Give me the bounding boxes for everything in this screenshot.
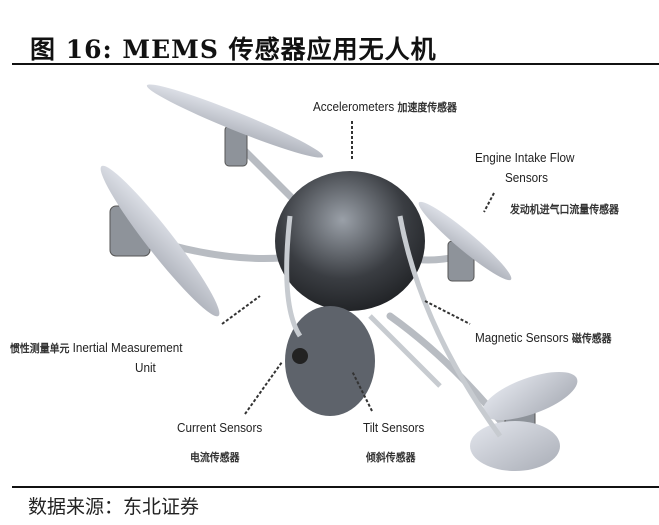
magnetic-en: Magnetic Sensors <box>475 330 569 345</box>
bottom-divider <box>12 486 659 488</box>
figure-title: 图 16: MEMS 传感器应用无人机 <box>30 35 437 64</box>
tilt-sensors-label: Tilt Sensors <box>363 420 425 435</box>
engine-intake-label-1: Engine Intake Flow <box>475 150 575 165</box>
accelerometers-label: Accelerometers 加速度传感器 <box>313 99 457 115</box>
drone-figure: Accelerometers 加速度传感器 Engine Intake Flow… <box>0 66 659 484</box>
magnetic-zh: 磁传感器 <box>571 333 612 345</box>
magnetic-label: Magnetic Sensors 磁传感器 <box>475 330 612 346</box>
imu-label: 惯性测量单元 Inertial Measurement <box>10 340 183 356</box>
top-divider <box>12 63 659 65</box>
imu-zh: 惯性测量单元 <box>10 343 70 355</box>
accelerometers-zh: 加速度传感器 <box>397 102 457 114</box>
imu-label-2: Unit <box>135 360 156 375</box>
source-note: 数据来源：东北证券 <box>28 496 200 518</box>
engine-intake-label-zh: 发动机进气口流量传感器 <box>510 204 619 216</box>
current-sensors-label: Current Sensors <box>177 420 263 435</box>
tilt-sensors-zh: 倾斜传感器 <box>366 452 416 464</box>
imu-en-1: Inertial Measurement <box>72 340 183 355</box>
drone-illustration <box>100 84 578 471</box>
current-sensors-zh: 电流传感器 <box>190 452 240 464</box>
accelerometers-en: Accelerometers <box>313 99 395 114</box>
engine-intake-label-2: Sensors <box>505 170 548 185</box>
